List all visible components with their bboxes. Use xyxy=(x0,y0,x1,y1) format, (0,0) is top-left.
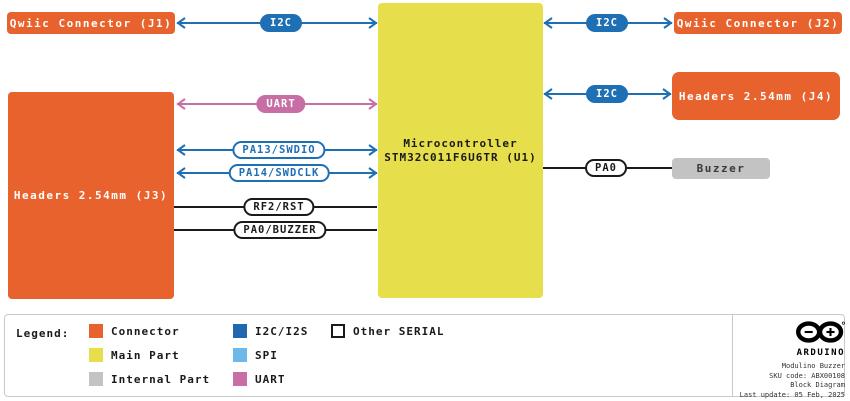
legend-item-main-part: Main Part xyxy=(89,348,180,362)
legend-item-label: Connector xyxy=(111,324,180,338)
block-headers-j4: Headers 2.54mm (J4) xyxy=(672,72,840,120)
pill-swdclk: PA14/SWDCLK xyxy=(228,164,330,182)
legend-item-label: Main Part xyxy=(111,348,180,362)
legend-item-label: I2C/I2S xyxy=(255,324,309,338)
legend-item-internal-part: Internal Part xyxy=(89,372,210,386)
block-headers-j3: Headers 2.54mm (J3) xyxy=(8,92,174,299)
legend-item-label: SPI xyxy=(255,348,278,362)
document-info: Modulino Buzzer SKU code: ABX00108 Block… xyxy=(733,362,845,400)
microcontroller-label: Microcontroller STM32C011F6U6TR (U1) xyxy=(384,137,536,165)
main-part-swatch xyxy=(89,348,103,362)
legend-item-label: UART xyxy=(255,372,286,386)
microcontroller-label-line2: STM32C011F6U6TR (U1) xyxy=(384,150,537,164)
pill-i2c-j2: I2C xyxy=(586,14,628,32)
branding-panel: ARDUINO Modulino Buzzer SKU code: ABX001… xyxy=(732,315,850,399)
pill-i2c-j4: I2C xyxy=(586,85,628,103)
block-qwiic-j1: Qwiic Connector (J1) xyxy=(7,12,175,34)
legend-panel: Legend: Connector Main Part Internal Par… xyxy=(4,314,845,399)
other-serial-swatch xyxy=(331,324,345,338)
connector-swatch xyxy=(89,324,103,338)
legend-item-connector: Connector xyxy=(89,324,180,338)
pill-swdio: PA13/SWDIO xyxy=(232,141,326,159)
pill-i2c-j1: I2C xyxy=(260,14,302,32)
legend-item-label: Internal Part xyxy=(111,372,211,386)
pill-pa0-buzzer: PA0/BUZZER xyxy=(233,221,327,239)
sku-code: SKU code: ABX00108 xyxy=(769,371,845,380)
product-name: Modulino Buzzer xyxy=(781,362,845,370)
microcontroller-label-line1: Microcontroller xyxy=(403,136,518,150)
block-qwiic-j2: Qwiic Connector (J2) xyxy=(674,12,842,34)
block-microcontroller-u1: Microcontroller STM32C011F6U6TR (U1) xyxy=(378,3,543,298)
arduino-logo-icon xyxy=(796,321,845,343)
pill-rst: RF2/RST xyxy=(243,198,315,216)
legend-item-i2c-i2s: I2C/I2S xyxy=(233,324,308,338)
legend-item-uart: UART xyxy=(233,372,286,386)
block-buzzer: Buzzer xyxy=(672,158,770,179)
internal-part-swatch xyxy=(89,372,103,386)
spi-swatch xyxy=(233,348,247,362)
legend-item-spi: SPI xyxy=(233,348,278,362)
legend-item-other-serial: Other SERIAL xyxy=(331,324,444,338)
arduino-wordmark: ARDUINO xyxy=(796,348,845,358)
pill-uart: UART xyxy=(256,95,306,113)
doc-type: Block Diagram xyxy=(790,381,845,389)
last-update: Last update: 05 Feb, 2025 xyxy=(739,390,845,399)
legend-item-label: Other SERIAL xyxy=(353,324,445,338)
legend-title: Legend: xyxy=(16,327,70,340)
i2c-i2s-swatch xyxy=(233,324,247,338)
pill-pa0: PA0 xyxy=(585,159,627,177)
uart-swatch xyxy=(233,372,247,386)
